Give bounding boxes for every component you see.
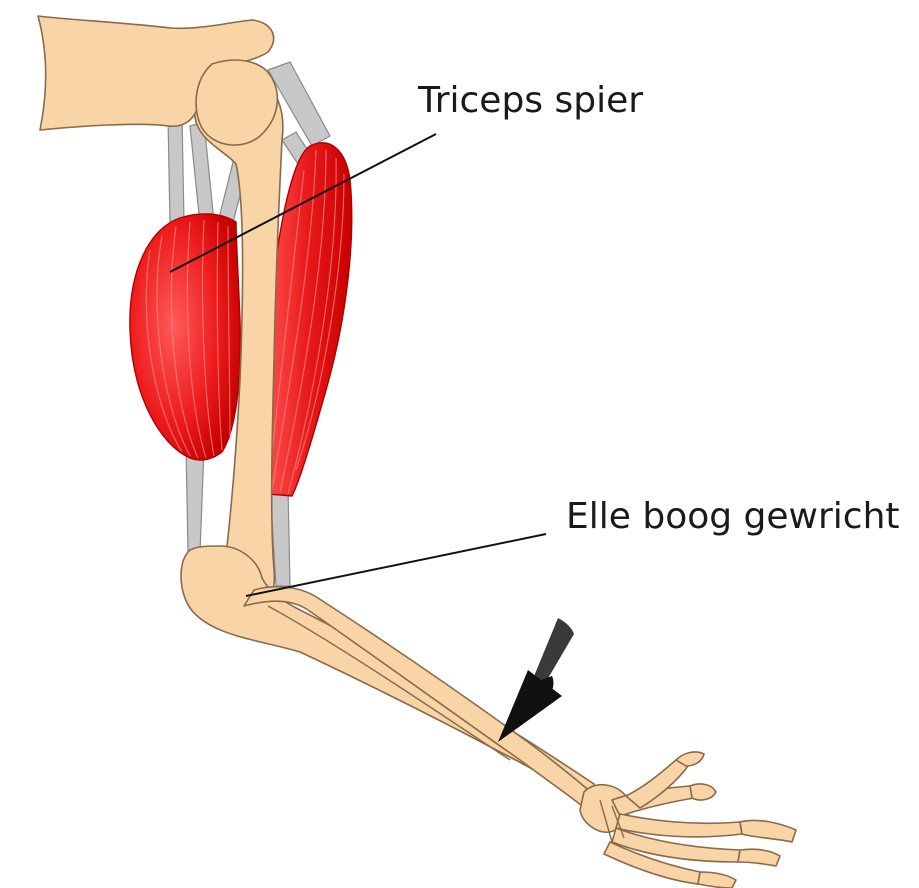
biceps-lower-tendon: [186, 448, 204, 552]
elbow-label: Elle boog gewricht: [566, 496, 900, 537]
shoulder-bone: [38, 16, 277, 145]
biceps-muscle: [130, 214, 241, 460]
elbow-leader-line: [246, 534, 546, 596]
triceps-label: Triceps spier: [417, 80, 643, 121]
force-arrow: [498, 618, 574, 742]
biceps-upper-tendon-1: [168, 116, 184, 224]
hand-bones: [580, 752, 796, 888]
